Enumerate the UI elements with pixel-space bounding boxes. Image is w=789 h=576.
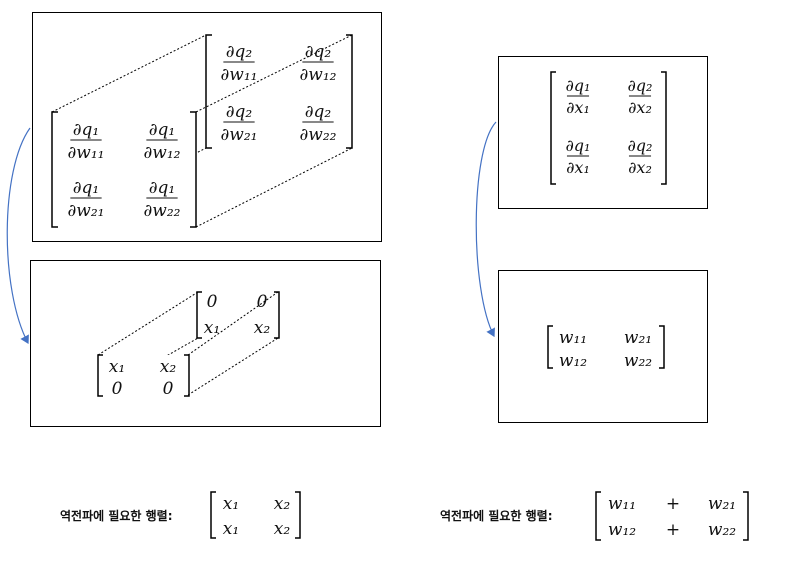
left-caption-label: 역전파에 필요한 행렬: <box>60 509 173 523</box>
tl-back-22: ∂q₂ ∂w₂₂ <box>300 102 337 145</box>
tl-front-22-denominator: ∂w₂₂ <box>144 201 181 221</box>
tl-front-12: ∂q₁ ∂w₁₂ <box>144 120 181 163</box>
bl-back-12: 0 <box>257 292 268 312</box>
tl-back-21-denominator: ∂w₂₁ <box>221 125 258 145</box>
cap-left-11: x₁ <box>223 494 239 514</box>
tr-21-numerator: ∂q₁ <box>566 136 591 155</box>
top-right-brackets <box>550 71 667 185</box>
tr-12-denominator: ∂x₂ <box>628 98 652 117</box>
bl-front-11: x₁ <box>109 357 125 377</box>
tl-back-11: ∂q₂ ∂w₁₁ <box>221 42 258 85</box>
tl-back-22-denominator: ∂w₂₂ <box>300 125 337 145</box>
tl-front-11: ∂q₁ ∂w₁₁ <box>68 120 105 163</box>
cap-right-21: w₁₂ <box>608 520 636 540</box>
cap-right-22: + <box>666 520 680 540</box>
tl-back-12: ∂q₂ ∂w₁₂ <box>300 42 337 85</box>
tl-front-12-numerator: ∂q₁ <box>149 120 176 140</box>
tr-21: ∂q₁ ∂x₁ <box>566 136 591 177</box>
tl-back-22-numerator: ∂q₂ <box>305 102 332 122</box>
bottom-left-panel <box>30 260 381 427</box>
tr-11: ∂q₁ ∂x₁ <box>566 76 591 117</box>
bl-front-22: 0 <box>163 379 174 399</box>
tl-front-22: ∂q₁ ∂w₂₂ <box>144 178 181 221</box>
bl-back-21: x₁ <box>204 318 220 338</box>
tl-back-12-numerator: ∂q₂ <box>305 42 332 62</box>
tl-back-21: ∂q₂ ∂w₂₁ <box>221 102 258 145</box>
cap-right-12: + <box>666 494 680 514</box>
cap-left-22: x₂ <box>274 519 291 539</box>
cap-left-12: x₂ <box>274 494 291 514</box>
tr-12: ∂q₂ ∂x₂ <box>628 76 653 117</box>
bl-front-12: x₂ <box>160 357 177 377</box>
tl-front-21-numerator: ∂q₁ <box>73 178 100 198</box>
tr-22: ∂q₂ ∂x₂ <box>628 136 653 177</box>
caption-brackets <box>210 491 749 541</box>
br-11: w₁₁ <box>559 328 587 348</box>
cap-left-21: x₁ <box>223 519 239 539</box>
bottom-left-tensor <box>97 291 280 397</box>
tr-22-denominator: ∂x₂ <box>628 158 652 177</box>
tl-front-22-numerator: ∂q₁ <box>149 178 176 198</box>
br-21: w₁₂ <box>559 351 587 371</box>
tl-front-21: ∂q₁ ∂w₂₁ <box>68 178 105 221</box>
bottom-right-brackets <box>547 325 665 369</box>
right-curved-arrow <box>475 121 497 338</box>
tr-12-numerator: ∂q₂ <box>628 76 653 95</box>
top-left-tensor <box>51 34 353 228</box>
back-matrix-brackets <box>205 34 353 149</box>
tl-back-21-numerator: ∂q₂ <box>226 102 253 122</box>
top-right-panel <box>498 56 708 209</box>
bl-back-22: x₂ <box>254 318 271 338</box>
front-matrix-brackets <box>51 111 197 228</box>
bottom-right-panel <box>498 270 708 423</box>
tr-11-denominator: ∂x₁ <box>566 98 590 117</box>
right-caption-label: 역전파에 필요한 행렬: <box>440 509 553 523</box>
br-22: w₂₂ <box>624 351 652 371</box>
cap-right-11: w₁₁ <box>608 494 636 514</box>
bl-front-21: 0 <box>112 379 123 399</box>
left-curved-arrow <box>6 127 31 345</box>
tl-front-11-numerator: ∂q₁ <box>73 120 100 140</box>
cap-right-23: w₂₂ <box>708 520 736 540</box>
tl-back-11-denominator: ∂w₁₁ <box>221 65 258 85</box>
tl-front-11-denominator: ∂w₁₁ <box>68 143 105 163</box>
cap-right-13: w₂₁ <box>708 494 736 514</box>
tl-front-21-denominator: ∂w₂₁ <box>68 201 105 221</box>
tl-back-12-denominator: ∂w₁₂ <box>300 65 337 85</box>
tr-21-denominator: ∂x₁ <box>566 158 590 177</box>
br-12: w₂₁ <box>624 328 652 348</box>
math-layer: ∂q₂ ∂w₁₁ ∂q₂ ∂w₁₂ ∂q₂ ∂w₂₁ ∂q₂ ∂w₂₂ ∂q₁ ∂w₁₁ ∂q₁ ∂w… <box>68 42 737 540</box>
bl-back-11: 0 <box>207 292 218 312</box>
tl-back-11-numerator: ∂q₂ <box>226 42 253 62</box>
tr-11-numerator: ∂q₁ <box>566 76 591 95</box>
tl-front-12-denominator: ∂w₁₂ <box>144 143 181 163</box>
tr-22-numerator: ∂q₂ <box>628 136 653 155</box>
